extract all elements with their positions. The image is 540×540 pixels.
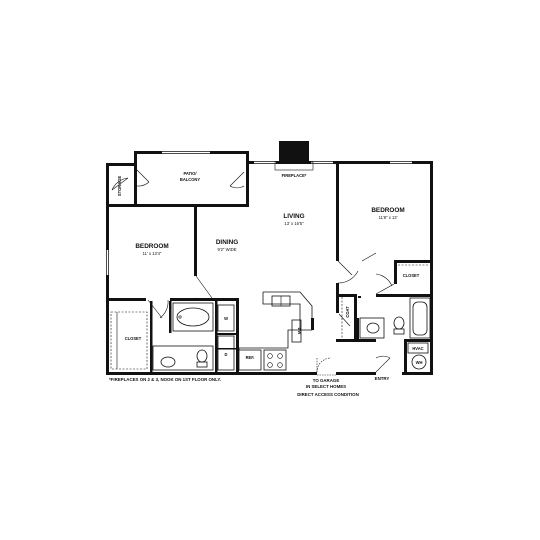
garage-note-line-2: IN SELECT HOMES [306,384,346,389]
bedroom-right-label: BEDROOM [371,207,404,214]
dining-label: DINING [216,239,238,246]
wh-label: WH [416,360,423,365]
dw-label: DW [297,328,302,335]
hvac-label: HVAC [412,346,423,351]
dining-dim: 9'2" WIDE [217,247,236,252]
storage-label: STORAGE [117,176,122,196]
fixtures [110,161,431,376]
dryer-label: D [225,352,228,357]
balcony-label: BALCONY [180,177,201,182]
bedroom-right-dim: 11'8" x 13' [379,215,398,220]
washer-label: W [224,316,228,321]
living-label: LIVING [283,213,304,220]
closet-left-label: CLOSET [125,336,142,341]
closet-right-label: CLOSET [403,273,420,278]
bedroom-left-label: BEDROOM [135,243,168,250]
windows [106,151,412,275]
room-labels: STORAGE PATIO/ BALCONY FIREPLACE* LIVING… [117,171,424,365]
fireplace-note: *FIREPLACES ON 2 & 3, NOOK ON 1ST FLOOR … [109,377,221,382]
entry-label: ENTRY [375,376,390,381]
plan-notes: *FIREPLACES ON 2 & 3, NOOK ON 1ST FLOOR … [109,376,389,397]
doors [111,169,395,373]
garage-note-line-1: TO GARAGE [313,378,340,383]
bedroom-left-dim: 11' x 13'4" [143,251,162,256]
living-dim: 13' x 16'5" [284,221,304,226]
garage-note-line-3: DIRECT ACCESS CONDITION [297,392,359,397]
ref-label: REF. [246,355,255,360]
patio-label: PATIO/ [183,171,197,176]
exterior-walls [106,141,433,375]
coat-label: COAT [345,306,350,318]
fireplace-label: FIREPLACE* [282,173,307,178]
